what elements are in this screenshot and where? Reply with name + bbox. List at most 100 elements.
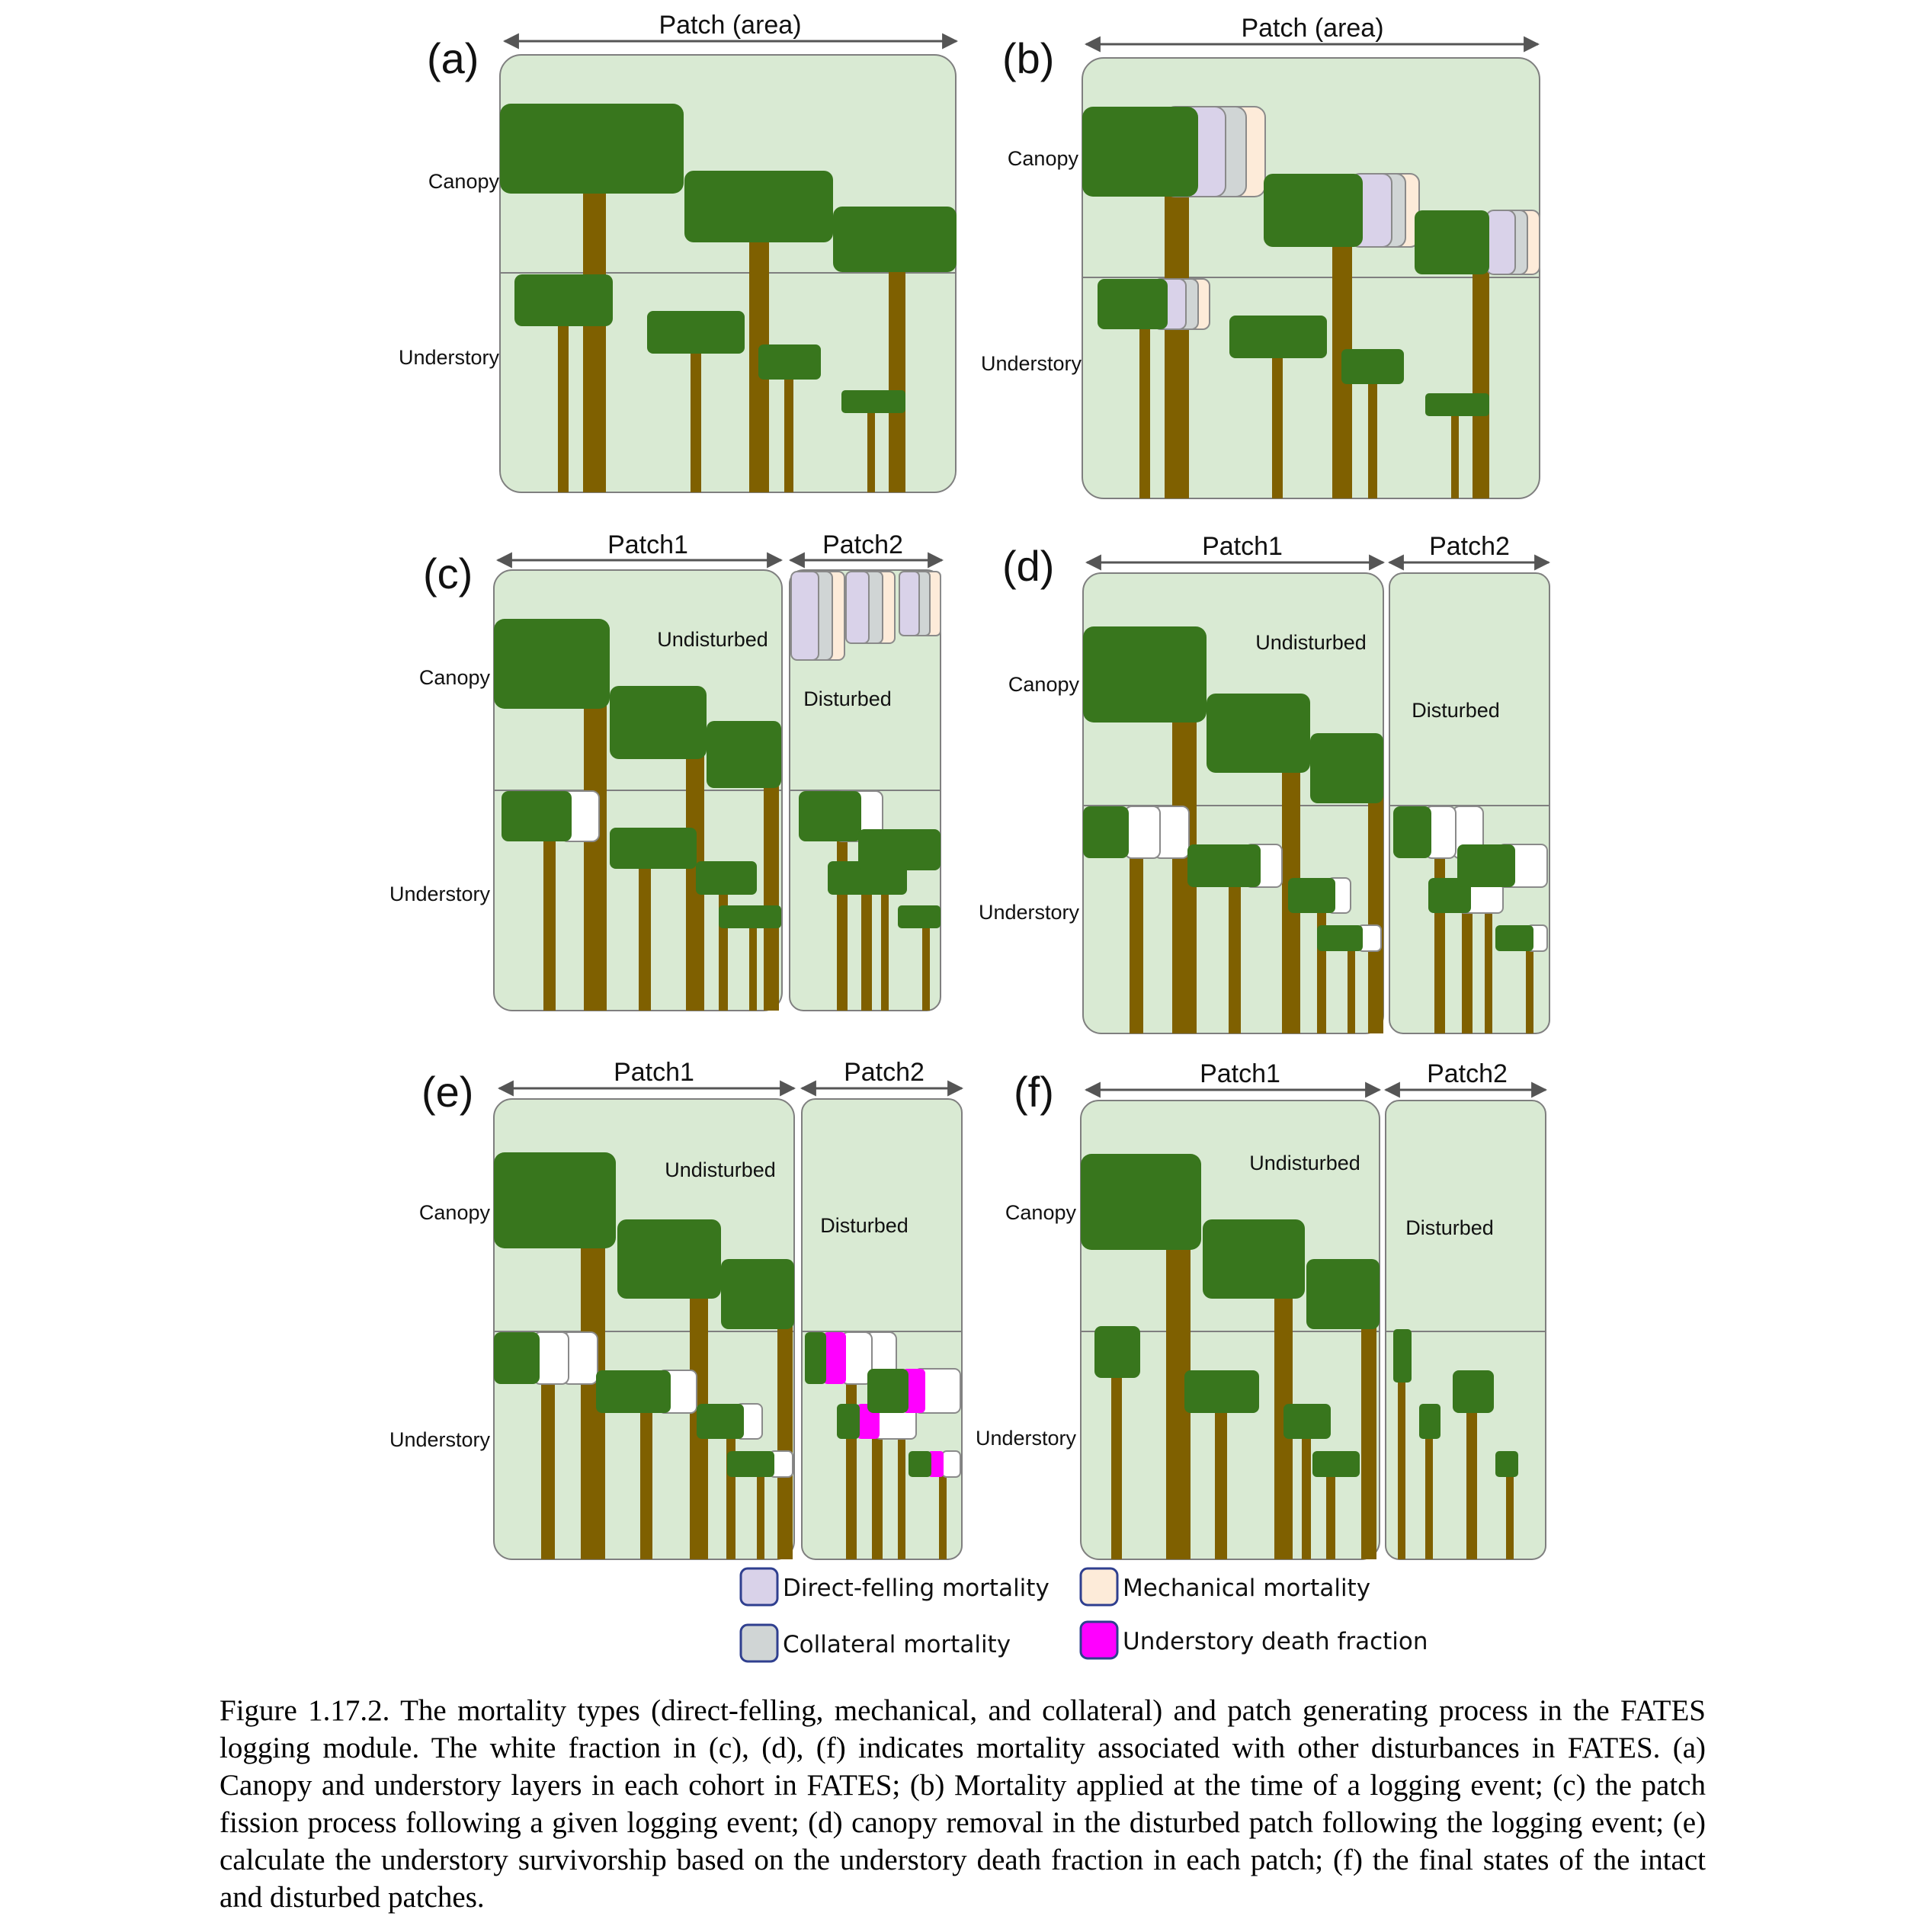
understory-label: Understory	[981, 352, 1082, 375]
understory-crown	[1393, 1329, 1412, 1383]
trunk	[1130, 846, 1143, 1033]
canopy-crown	[707, 721, 781, 788]
undisturbed-label: Undisturbed	[1249, 1152, 1360, 1174]
understory-crown	[1425, 393, 1489, 416]
trunk	[1272, 351, 1283, 498]
canopy-label: Canopy	[1008, 673, 1080, 696]
mechanical-swatch	[1079, 1567, 1119, 1607]
understory-death-fraction	[823, 1332, 846, 1384]
trunk	[846, 1372, 857, 1559]
trunk	[764, 770, 779, 1011]
understory-crown	[1083, 806, 1129, 858]
trunk	[1165, 183, 1189, 498]
understory-crown	[799, 791, 861, 841]
trunk	[1398, 1357, 1405, 1559]
patch2-header: Patch2	[822, 530, 903, 559]
legend: Direct-felling mortality Collateral mort…	[739, 1567, 1428, 1663]
understory-label: Understory	[389, 883, 491, 905]
understory-crown	[758, 344, 821, 380]
understory-crown	[1419, 1404, 1440, 1439]
disturbed-label: Disturbed	[1412, 699, 1500, 722]
panel-d-letter: (d)	[1002, 542, 1054, 590]
understory-crown	[1288, 878, 1335, 913]
trunk	[757, 1471, 764, 1559]
trunk	[1368, 377, 1377, 498]
understory-crown	[1457, 844, 1515, 887]
canopy-label: Canopy	[419, 666, 491, 689]
canopy-crown	[1415, 210, 1489, 274]
canopy-label: Canopy	[1008, 147, 1079, 170]
understory-crown	[1098, 279, 1168, 329]
understory-label: Understory	[976, 1427, 1077, 1450]
understory-crown	[719, 905, 781, 928]
panel-c-letter: (c)	[423, 549, 473, 598]
trunk	[749, 922, 757, 1011]
collateral-swatch	[739, 1623, 779, 1663]
canopy-crown	[1203, 1219, 1305, 1299]
direct-felling-mortality-layer	[899, 571, 920, 636]
canopy-crown	[494, 1152, 616, 1248]
patch2-header: Patch2	[844, 1058, 925, 1087]
canopy-crown	[1081, 1154, 1201, 1250]
disturbed-label: Disturbed	[820, 1214, 909, 1237]
understory-crown	[805, 1332, 826, 1384]
trunk	[784, 373, 793, 492]
disturbed-label: Disturbed	[803, 687, 892, 710]
trunk	[1229, 876, 1241, 1033]
trunk	[777, 1311, 793, 1559]
panel-b-letter: (b)	[1002, 34, 1054, 82]
understory-death-swatch	[1079, 1620, 1119, 1660]
understory-crown	[1453, 1370, 1494, 1413]
patch1-header: Patch1	[1200, 1059, 1280, 1088]
trunk	[639, 861, 651, 1011]
trunk	[1326, 1471, 1335, 1559]
understory-crown	[1094, 1326, 1140, 1378]
trunk	[1434, 846, 1445, 1033]
trunk	[1425, 1425, 1433, 1559]
canopy-crown	[494, 619, 610, 709]
canopy-crown	[1264, 174, 1363, 247]
canopy-crown	[721, 1259, 794, 1329]
trunk	[1506, 1463, 1514, 1559]
trunk	[1111, 1372, 1122, 1559]
other-disturbance-layer	[941, 1450, 961, 1478]
canopy-crown	[500, 104, 684, 194]
trunk	[1485, 907, 1492, 1033]
trunk	[1302, 1433, 1311, 1559]
panel-e: (e) Patch1 Patch2 Canopy Understory Undi…	[389, 1058, 964, 1560]
panel-e-letter: (e)	[421, 1068, 473, 1116]
trunk	[922, 922, 930, 1011]
canopy-label: Canopy	[419, 1201, 491, 1224]
understory-crown	[502, 791, 572, 841]
understory-crown	[697, 1404, 744, 1439]
patch-header: Patch (area)	[1241, 14, 1383, 43]
canopy-crown	[1310, 733, 1383, 803]
canopy-crown	[1082, 107, 1198, 197]
direct-felling-mortality-layer	[845, 571, 870, 644]
canopy-crown	[617, 1219, 721, 1299]
trunk	[691, 347, 701, 492]
trunk	[583, 175, 606, 492]
trunk	[867, 408, 875, 492]
trunk	[861, 861, 872, 1011]
understory-crown	[596, 1370, 671, 1413]
figure-caption: Figure 1.17.2. The mortality types (dire…	[220, 1694, 1706, 1914]
legend-collateral: Collateral mortality	[783, 1631, 1011, 1658]
understory-crown	[858, 829, 941, 870]
understory-crown	[1184, 1370, 1259, 1413]
understory-crown	[837, 1404, 860, 1439]
canopy-crown	[1207, 694, 1310, 773]
patch1-header: Patch1	[607, 530, 688, 559]
understory-label: Understory	[389, 1428, 491, 1451]
understory-crown	[898, 905, 941, 928]
panel-f: (f) Patch1 Patch2 Canopy Understory Undi…	[976, 1059, 1548, 1560]
trunk	[889, 259, 905, 492]
understory-crown	[841, 390, 905, 413]
panel-a-letter: (a)	[427, 34, 479, 82]
understory-crown	[1495, 925, 1533, 951]
canopy-crown	[1083, 626, 1207, 722]
trunk	[898, 1433, 905, 1559]
undisturbed-label: Undisturbed	[1255, 631, 1367, 654]
panel-d: (d) Patch1 Patch2 Canopy Understory Undi…	[979, 532, 1551, 1034]
understory-crown	[514, 274, 613, 326]
